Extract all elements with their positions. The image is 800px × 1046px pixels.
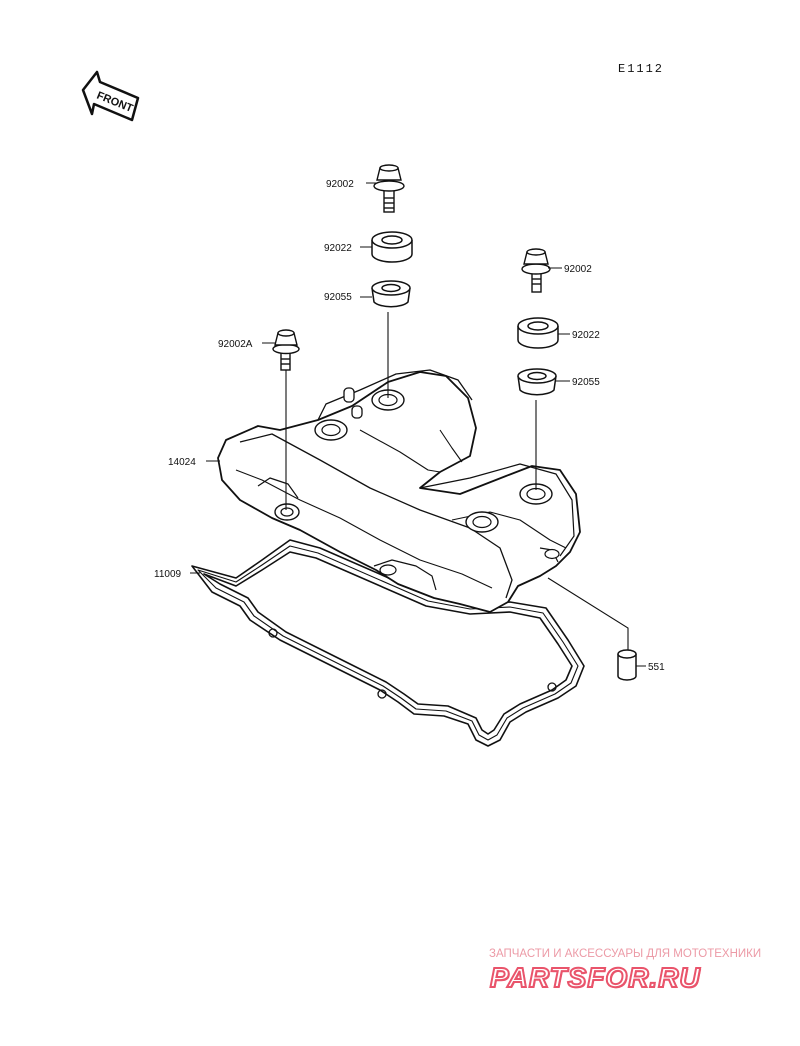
washer-92022-top <box>371 231 413 263</box>
grommet-92055-right <box>517 368 557 396</box>
diagram-code: E1112 <box>618 62 665 76</box>
part-labels <box>190 182 646 667</box>
label-92002-top: 92002 <box>326 179 354 190</box>
label-92022-top: 92022 <box>324 243 352 254</box>
label-92055-top: 92055 <box>324 292 352 303</box>
front-direction-arrow-icon: FRONT <box>81 70 140 122</box>
watermark-logo: PARTSFOR.RU <box>489 961 701 994</box>
grommet-92055-top <box>371 280 411 308</box>
label-11009-gasket: 11009 <box>154 569 182 580</box>
washer-92022-right <box>517 317 559 349</box>
dowel-pin-551 <box>617 649 637 681</box>
label-551-dowel: 551 <box>648 662 665 673</box>
bolt-92002-right <box>521 248 551 293</box>
cylinder-head-cover-14024 <box>217 369 581 613</box>
label-92022-right: 92022 <box>572 330 600 341</box>
assembly-leader-lines <box>285 312 629 652</box>
watermark-tagline: ЗАПЧАСТИ И АКСЕССУАРЫ ДЛЯ МОТОТЕХНИКИ <box>489 948 762 960</box>
label-14024-cover: 14024 <box>168 457 196 468</box>
label-92055-right: 92055 <box>572 377 600 388</box>
bolt-92002A-left <box>272 329 300 371</box>
bolt-92002-top <box>373 164 405 213</box>
label-92002-right: 92002 <box>564 264 592 275</box>
label-92002A-left: 92002A <box>218 339 253 350</box>
